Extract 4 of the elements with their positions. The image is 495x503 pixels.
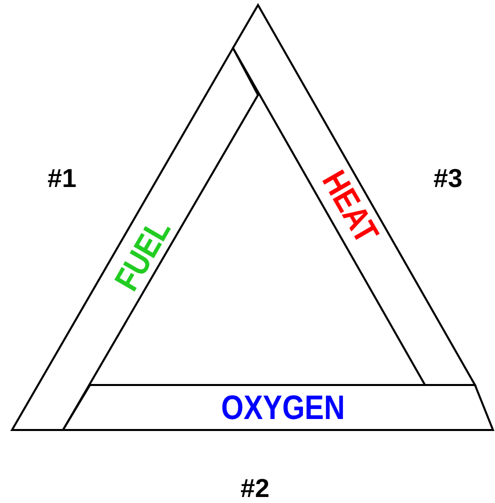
number-label: #2 bbox=[240, 475, 270, 501]
side-label: OXYGEN bbox=[221, 391, 345, 425]
number-label: #3 bbox=[434, 165, 462, 191]
number-label: #1 bbox=[48, 165, 76, 191]
